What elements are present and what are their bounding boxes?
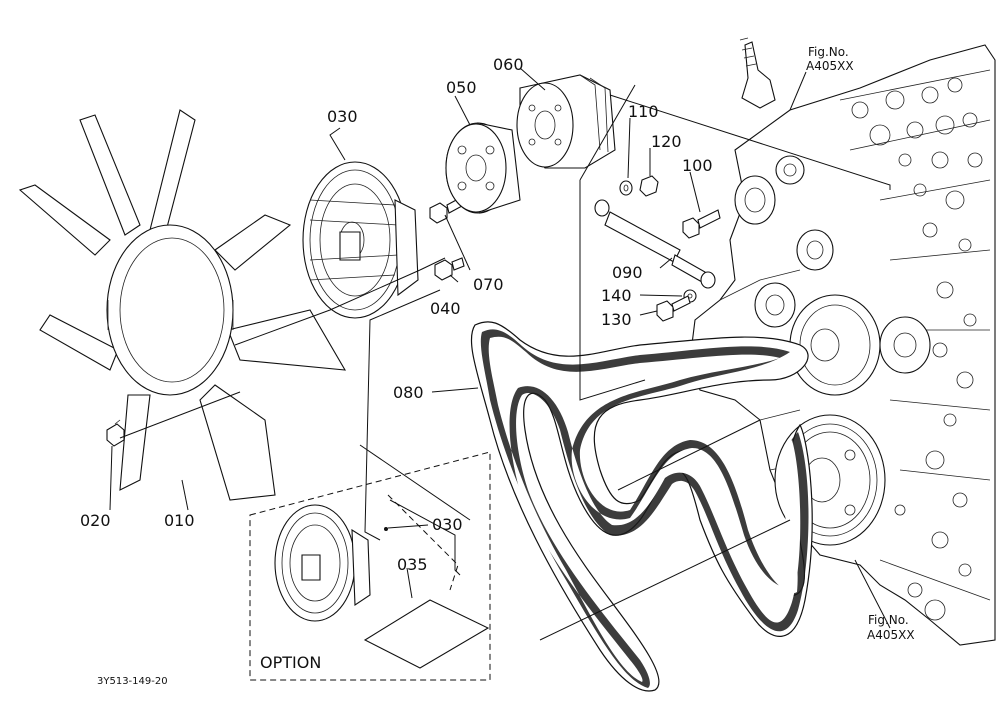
washer-110 bbox=[619, 180, 633, 196]
label-020: 020 bbox=[80, 511, 111, 530]
label-010: 010 bbox=[164, 511, 195, 530]
fig-ref-top-line2: A405XX bbox=[806, 59, 854, 73]
fan-clutch-030-option bbox=[274, 504, 371, 622]
option-bracket-line bbox=[387, 494, 459, 591]
option-label: OPTION bbox=[260, 653, 321, 672]
fig-ref-bottom-line1: Fig.No. bbox=[868, 613, 909, 627]
nut-120 bbox=[639, 175, 659, 197]
bolt-020 bbox=[106, 419, 125, 447]
part-number-labels: 030 050 060 110 120 100 090 140 130 070 … bbox=[80, 55, 713, 574]
label-140: 140 bbox=[601, 286, 632, 305]
option-box: OPTION bbox=[249, 451, 491, 681]
label-120: 120 bbox=[651, 132, 682, 151]
fan-010 bbox=[18, 109, 347, 501]
drawing-code: 3Y513-149-20 bbox=[97, 676, 168, 687]
tensioner-rod-090 bbox=[594, 199, 716, 289]
spacer-050 bbox=[445, 122, 521, 214]
pulley-060 bbox=[516, 74, 616, 169]
label-030: 030 bbox=[327, 107, 358, 126]
leader-lines bbox=[109, 67, 891, 641]
fig-ref-top: Fig.No. A405XX bbox=[806, 45, 854, 73]
fig-ref-bottom-line2: A405XX bbox=[867, 628, 915, 642]
option-dot bbox=[384, 527, 388, 531]
bolt-100 bbox=[682, 209, 721, 239]
label-130: 130 bbox=[601, 310, 632, 329]
label-110: 110 bbox=[628, 102, 659, 121]
bolt-130 bbox=[656, 295, 691, 322]
bolt-070 bbox=[429, 197, 463, 224]
v-belt-080 bbox=[470, 321, 813, 692]
fig-ref-bottom: Fig.No. A405XX bbox=[867, 613, 915, 642]
instruction-sheet-035 bbox=[363, 599, 490, 669]
label-060: 060 bbox=[493, 55, 524, 74]
label-080: 080 bbox=[393, 383, 424, 402]
label-090: 090 bbox=[612, 263, 643, 282]
label-030-option: 030 bbox=[432, 515, 463, 534]
fan-clutch-030 bbox=[302, 161, 419, 319]
fig-ref-top-line1: Fig.No. bbox=[808, 45, 849, 59]
label-100: 100 bbox=[682, 156, 713, 175]
label-035: 035 bbox=[397, 555, 428, 574]
label-040: 040 bbox=[430, 299, 461, 318]
bolt-040 bbox=[434, 257, 465, 281]
label-050: 050 bbox=[446, 78, 477, 97]
label-070: 070 bbox=[473, 275, 504, 294]
